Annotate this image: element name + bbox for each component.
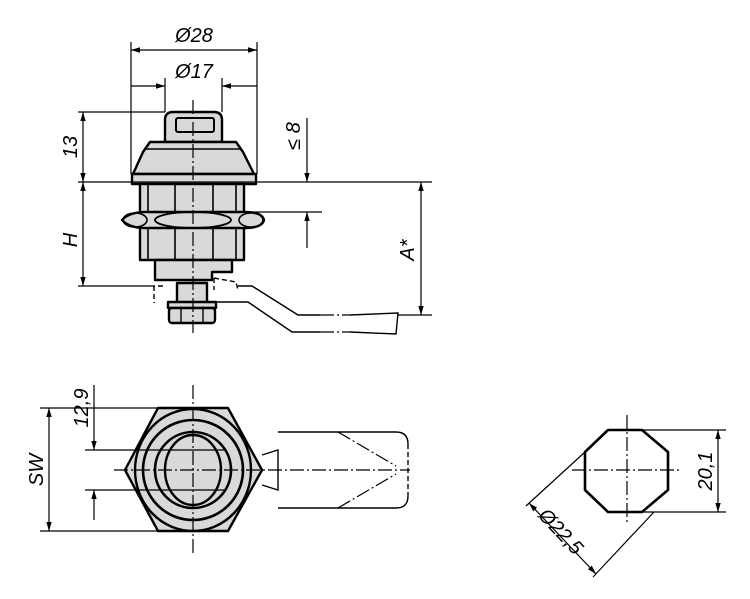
dim-inner-diameter: Ø17 (174, 61, 214, 83)
front-view: SW 12,9 (26, 385, 410, 555)
dim-cutout-diameter: Ø22,5 (533, 504, 588, 560)
cam-lever (216, 285, 399, 335)
cutout-view: 20,1 Ø22,5 (525, 415, 726, 578)
dim-max-thickness: ≤ 8 (283, 122, 305, 150)
dim-flat-width: 20,1 (695, 452, 717, 492)
dim-outer-diameter: Ø28 (174, 25, 213, 47)
dim-clamp-height: H (60, 232, 82, 247)
dim-cam-distance: A* (397, 238, 419, 261)
dim-wrench-size: SW (26, 452, 48, 486)
dim-slot-width: 12,9 (71, 389, 93, 428)
lock-body (120, 110, 266, 325)
side-view: Ø28 Ø17 13 H ≤ 8 A* (60, 25, 432, 335)
dim-head-height: 13 (60, 136, 82, 158)
